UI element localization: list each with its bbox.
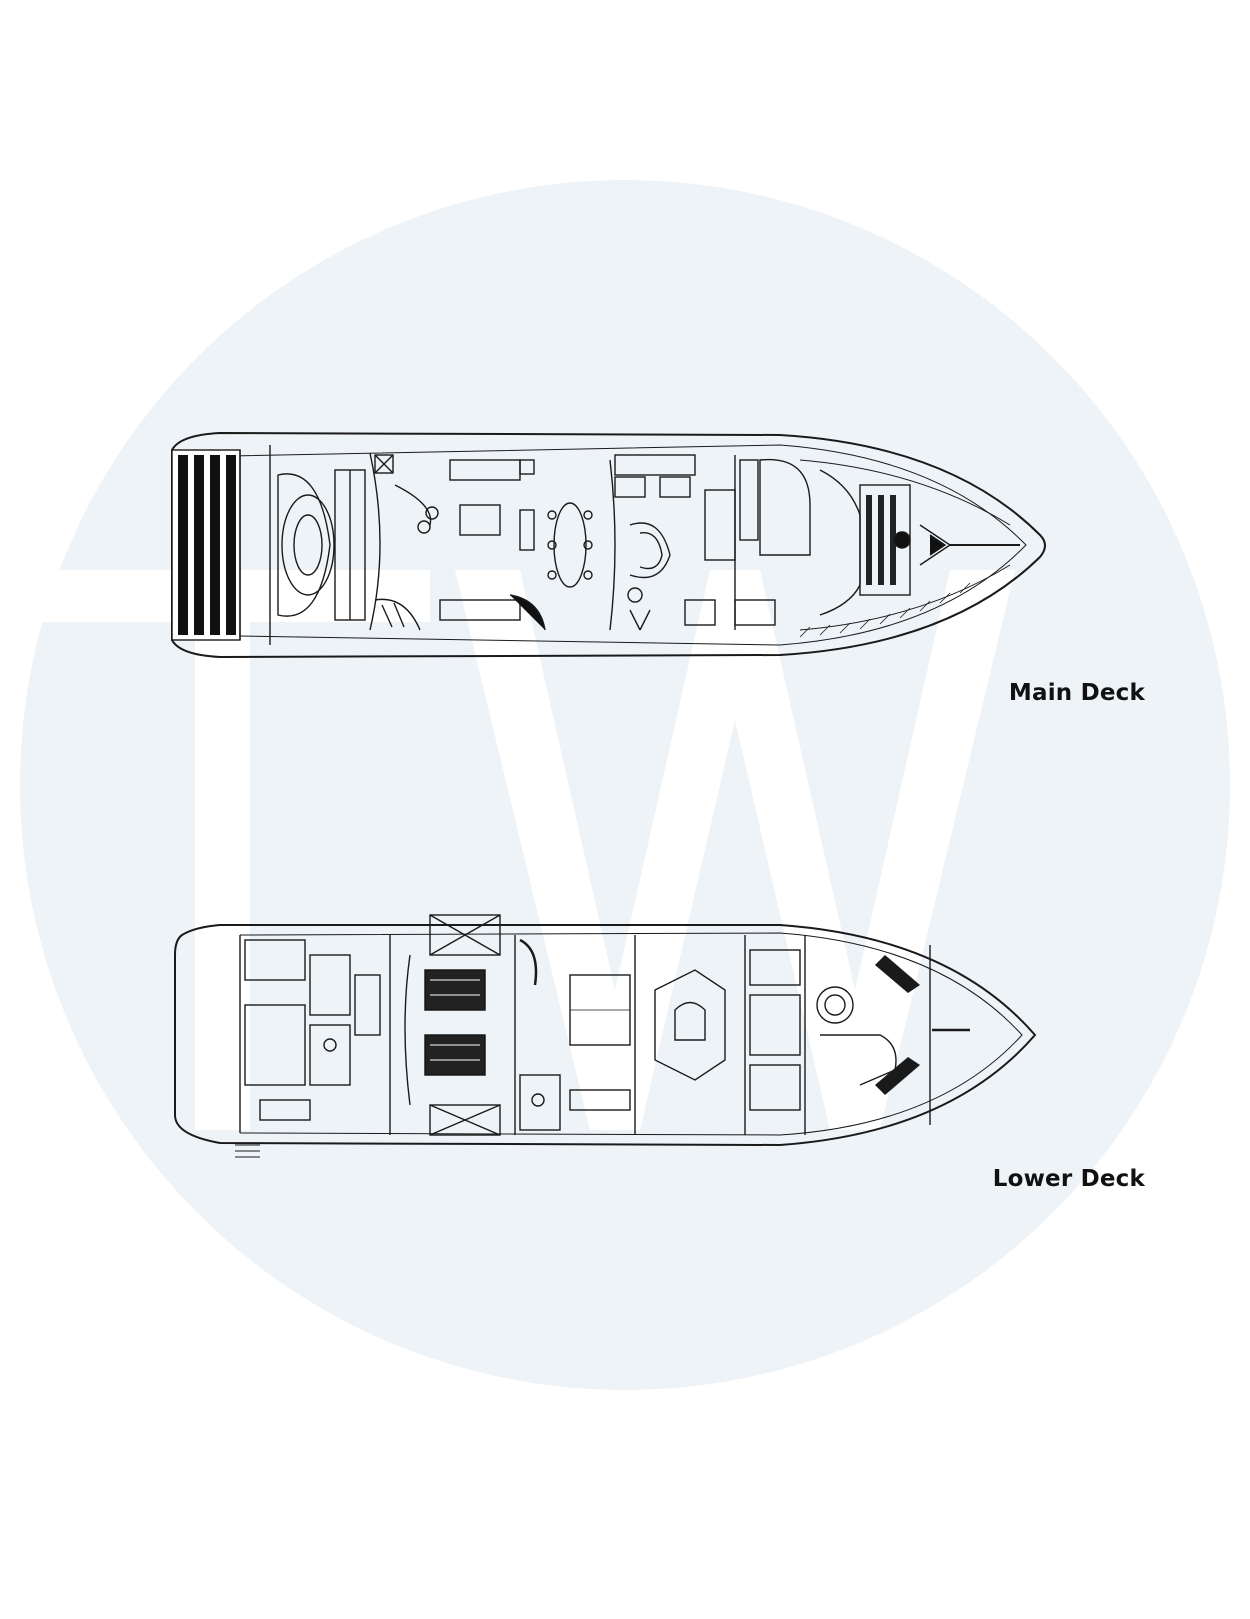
lower-deck-label: Lower Deck xyxy=(992,1166,1145,1192)
lower-deck-plan xyxy=(174,914,1037,1158)
watermark-circle xyxy=(20,180,1230,1390)
main-hull xyxy=(171,431,1046,659)
main-deck-plan xyxy=(171,431,1046,659)
lower-hull xyxy=(174,924,1037,1147)
main-deck-label: Main Deck xyxy=(1008,680,1145,706)
